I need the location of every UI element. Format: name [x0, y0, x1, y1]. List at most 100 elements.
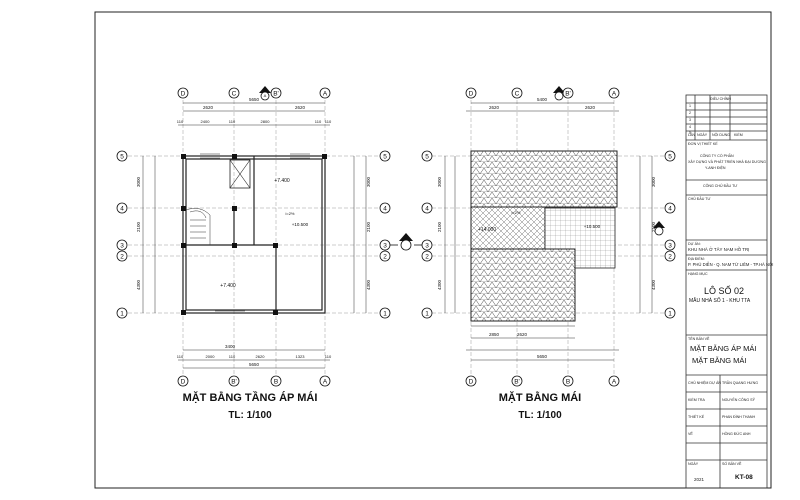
- right-axis-row-r-0: 5: [668, 153, 672, 160]
- project-name: KHU NHÀ Ở TÂY NAM HỒ TRỊ: [688, 247, 750, 252]
- left-dim-side-1: 2100: [136, 221, 141, 232]
- right-axis-row-l-2-circle: [421, 239, 433, 251]
- left-dim-side-2: 4300: [136, 279, 141, 290]
- right-axis-bottom-0: D: [469, 378, 474, 385]
- revision-row-2: 2: [689, 111, 691, 115]
- left-axis-row-r-0-circle: [379, 150, 391, 162]
- right-dim-side-r-1: 2100: [651, 221, 656, 232]
- right-dim-top-total: 5400: [537, 97, 548, 102]
- left-axis-bottom-3-circle: [319, 375, 331, 387]
- owner-label: CHỦ ĐẦU TƯ: [688, 197, 711, 201]
- left-dim-top-1: 2620: [203, 105, 214, 110]
- left-plan-scale: TL: 1/100: [228, 410, 272, 421]
- section-marker-left: [399, 233, 413, 251]
- right-axis-row-l-3: 2: [425, 253, 429, 260]
- sheet-label: SỐ BẢN VẼ: [722, 462, 742, 466]
- left-dim-top-total: 5650: [249, 97, 260, 102]
- right-axis-top-3-circle: [608, 87, 620, 99]
- right-dim-side-0: 3000: [437, 176, 442, 187]
- left-axis-row-r-3: 2: [383, 253, 387, 260]
- left-level-1: +7.400: [274, 178, 290, 184]
- right-axis-row-r-4: 1: [668, 310, 672, 317]
- project-owner: CÔNG CHỦ ĐẦU TƯ: [703, 184, 738, 188]
- left-axis-row-l-0: 5: [120, 153, 124, 160]
- name-4: HỒNG ĐỨC ANH: [722, 432, 751, 436]
- drawing-name-2: MẶT BẰNG MÁI: [692, 356, 747, 365]
- right-axis-row-r-3-circle: [664, 250, 676, 262]
- right-dim-bottom-1: 2850: [489, 332, 500, 337]
- left-axis-bottom-0-circle: [177, 375, 189, 387]
- left-axis-row-r-2-circle: [379, 239, 391, 251]
- left-axis-top-2: B': [273, 90, 279, 97]
- name-2: NGUYỄN CÔNG SỸ: [722, 398, 755, 402]
- revision-header: ĐIỀU CHỈNH: [710, 97, 731, 101]
- role-2: KIỂM TRA: [688, 398, 705, 402]
- right-axis-top-0-circle: [465, 87, 477, 99]
- left-level-3: +7.400: [220, 283, 236, 289]
- left-axis-top-1: C: [232, 90, 237, 97]
- left-dim-top2-0: 110: [177, 119, 184, 124]
- left-axis-row-r-4: 1: [383, 310, 387, 317]
- drawing-name-1: MẶT BẰNG ÁP MÁI: [690, 344, 757, 353]
- right-dim-side-r-2: 4300: [651, 279, 656, 290]
- left-level-2: +10.500: [292, 222, 309, 227]
- left-dim-bottom2-4: 1323: [296, 354, 306, 359]
- right-axis-top-2: B': [565, 90, 571, 97]
- right-level-1: +14.000: [478, 227, 496, 233]
- right-dim-top-2: 2620: [585, 105, 596, 110]
- left-axis-top-3: A: [323, 90, 328, 97]
- right-axis-row-l-2: 3: [425, 242, 429, 249]
- sheet-number: KT-08: [735, 474, 753, 481]
- right-axis-row-r-3: 2: [668, 253, 672, 260]
- name-3: PHAN ĐÌNH THANH: [722, 415, 756, 419]
- right-axis-top-3: A: [612, 90, 617, 97]
- left-dim-bottom2-1: 2000: [206, 354, 216, 359]
- left-axis-row-l-1-circle: [116, 202, 128, 214]
- right-axis-row-r-1-circle: [664, 202, 676, 214]
- revision-row-4: 4: [689, 125, 691, 129]
- left-axis-top-1-circle: [228, 87, 240, 99]
- left-dim-side-r-0: 3000: [366, 176, 371, 187]
- left-dim-bottom2-5: 110: [325, 354, 332, 359]
- right-axis-row-l-0-circle: [421, 150, 433, 162]
- section-marker-right-plan: [653, 221, 665, 236]
- design-unit-label: ĐƠN VỊ THIẾT KẾ: [688, 142, 718, 146]
- section-marker-top-left: [259, 86, 271, 101]
- revision-row-1: 1: [689, 104, 691, 108]
- right-axis-bottom-1: B': [514, 378, 520, 385]
- left-section-marker-label: A: [264, 93, 267, 98]
- right-axis-row-l-4-circle: [421, 307, 433, 319]
- revision-row-3: 3: [689, 118, 691, 122]
- lot-sub: MẪU NHÀ SỐ 1 - KHU TTA: [689, 298, 751, 304]
- company-name-3: Y-ANH ĐIỆN: [705, 166, 726, 170]
- left-axis-row-r-0: 5: [383, 153, 387, 160]
- left-dim-bottom2-3: 2620: [256, 354, 266, 359]
- left-dim-top-2: 2620: [295, 105, 306, 110]
- left-axis-row-r-1-circle: [379, 202, 391, 214]
- left-dim-bottom2-0: 110: [177, 354, 184, 359]
- left-dim-side-r-2: 4300: [366, 279, 371, 290]
- left-dim-top2-1: 2400: [201, 119, 211, 124]
- left-axis-row-r-1: 4: [383, 205, 387, 212]
- left-axis-row-l-1: 4: [120, 205, 124, 212]
- left-axis-row-l-3: 2: [120, 253, 124, 260]
- left-axis-bottom-2: B: [274, 378, 278, 385]
- drawing-label: TÊN BẢN VẼ: [688, 337, 710, 341]
- left-axis-row-l-4: 1: [120, 310, 124, 317]
- right-plan: [426, 100, 668, 375]
- right-axis-bottom-0-circle: [465, 375, 477, 387]
- left-dim-bottom-total: 5650: [249, 362, 260, 367]
- right-axis-top-0: D: [469, 90, 474, 97]
- right-axis-row-l-0: 5: [425, 153, 429, 160]
- left-axis-top-0-circle: [177, 87, 189, 99]
- right-axis-bottom-3-circle: [608, 375, 620, 387]
- left-axis-row-l-4-circle: [116, 307, 128, 319]
- left-axis-row-r-2: 3: [383, 242, 387, 249]
- right-axis-top-1-circle: [511, 87, 523, 99]
- right-dim-top-1: 2620: [489, 105, 500, 110]
- role-4: VẼ: [688, 432, 693, 436]
- right-axis-bottom-1-circle: [511, 375, 523, 387]
- date-value: 2021: [694, 477, 705, 482]
- right-axis-row-r-4-circle: [664, 307, 676, 319]
